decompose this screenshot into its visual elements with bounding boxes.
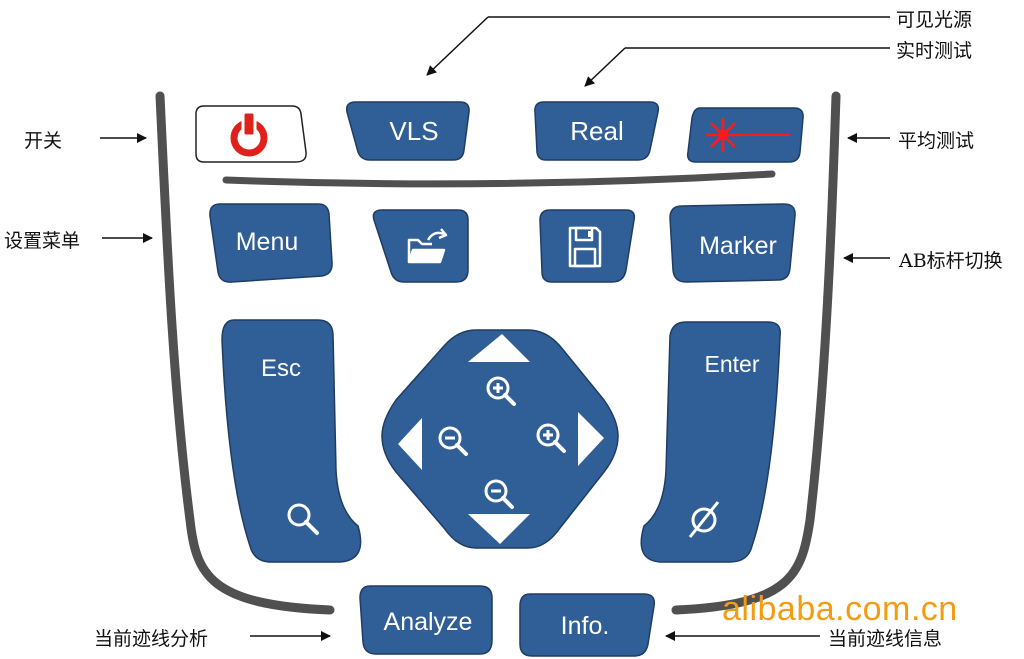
right-housing-line (671, 91, 841, 615)
arrow-visible-light-diag (426, 16, 489, 76)
folder-open-icon (407, 228, 448, 264)
left-housing-line (155, 91, 335, 615)
vls-button[interactable]: VLS (345, 101, 470, 161)
marker-button[interactable]: Marker (669, 203, 796, 283)
zoom-in-icon (536, 423, 566, 453)
label-trace-info: 当前迹线信息 (828, 628, 943, 650)
menu-label: Menu (236, 228, 299, 256)
power-button[interactable] (195, 105, 307, 163)
watermark: alibaba.com.cn (722, 590, 958, 628)
label-ab-marker: AB标杆切换 (899, 250, 1003, 272)
label-average-test: 平均测试 (898, 130, 975, 152)
save-disk-icon (568, 226, 602, 268)
info-label: Info. (561, 612, 610, 640)
power-icon (230, 110, 268, 157)
average-test-button[interactable] (686, 107, 804, 163)
esc-label: Esc (261, 355, 301, 382)
zoom-out-icon (438, 426, 468, 456)
info-button[interactable]: Info. (519, 593, 656, 657)
label-trace-analyze: 当前迹线分析 (94, 628, 209, 650)
analyze-label: Analyze (384, 608, 473, 636)
enter-label: Enter (705, 351, 760, 377)
enter-button[interactable]: Enter (640, 321, 781, 563)
arrow-up-icon[interactable] (468, 334, 530, 362)
label-realtime-test: 实时测试 (896, 40, 973, 62)
no-symbol-icon (688, 501, 720, 538)
save-button[interactable] (539, 209, 636, 283)
zoom-in-icon (486, 376, 516, 406)
label-visible-light: 可见光源 (896, 9, 973, 31)
arrow-down-icon[interactable] (468, 514, 530, 544)
laser-icon (706, 118, 790, 152)
arrow-right-icon[interactable] (578, 412, 604, 466)
real-label: Real (570, 116, 623, 146)
menu-button[interactable]: Menu (209, 203, 333, 283)
label-power: 开关 (24, 130, 63, 152)
arrow-realtime-diag (584, 47, 626, 87)
search-icon (287, 503, 319, 535)
dpad[interactable] (381, 329, 619, 549)
zoom-out-icon (484, 479, 514, 509)
top-divider-line (222, 170, 776, 188)
analyze-button[interactable]: Analyze (359, 585, 493, 655)
real-button[interactable]: Real (534, 101, 660, 161)
arrow-left-icon[interactable] (398, 418, 422, 470)
esc-button[interactable]: Esc (221, 319, 362, 563)
marker-label: Marker (699, 232, 777, 260)
label-menu-settings: 设置菜单 (4, 230, 81, 252)
vls-label: VLS (389, 116, 438, 146)
open-file-button[interactable] (372, 209, 469, 283)
